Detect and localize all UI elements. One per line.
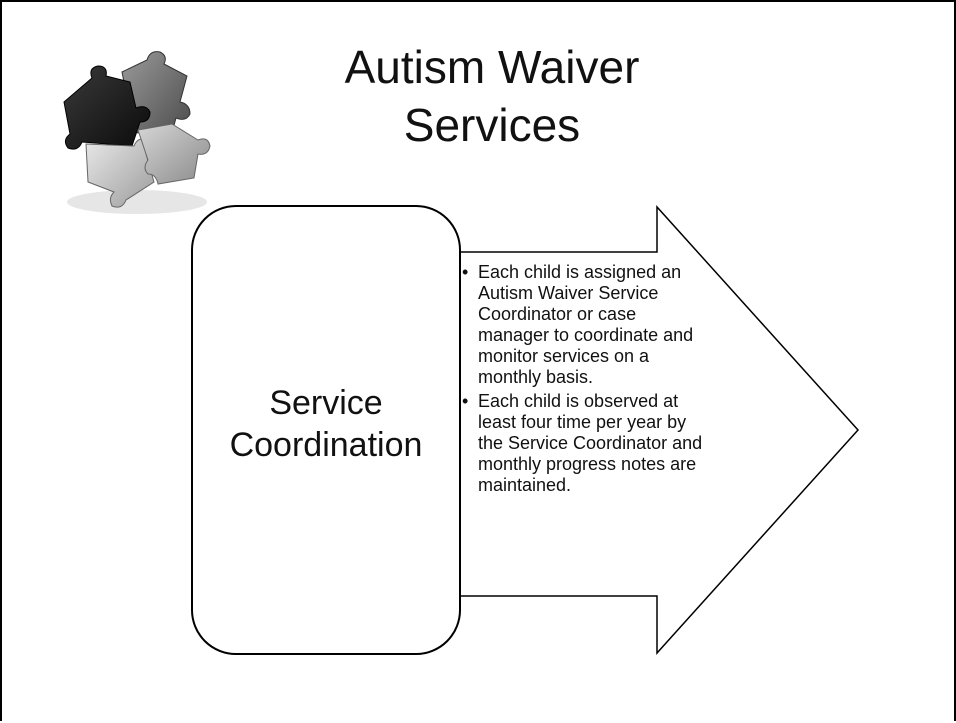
slide-title: Autism Waiver Services [344, 41, 640, 151]
puzzle-pieces-icon [63, 51, 211, 214]
bullet-item: Each child is observed at least four tim… [458, 391, 708, 496]
box-label: Service Coordination [229, 384, 423, 464]
bullet-list: Each child is assigned an Autism Waiver … [458, 262, 708, 499]
bullet-item: Each child is assigned an Autism Waiver … [458, 262, 708, 388]
